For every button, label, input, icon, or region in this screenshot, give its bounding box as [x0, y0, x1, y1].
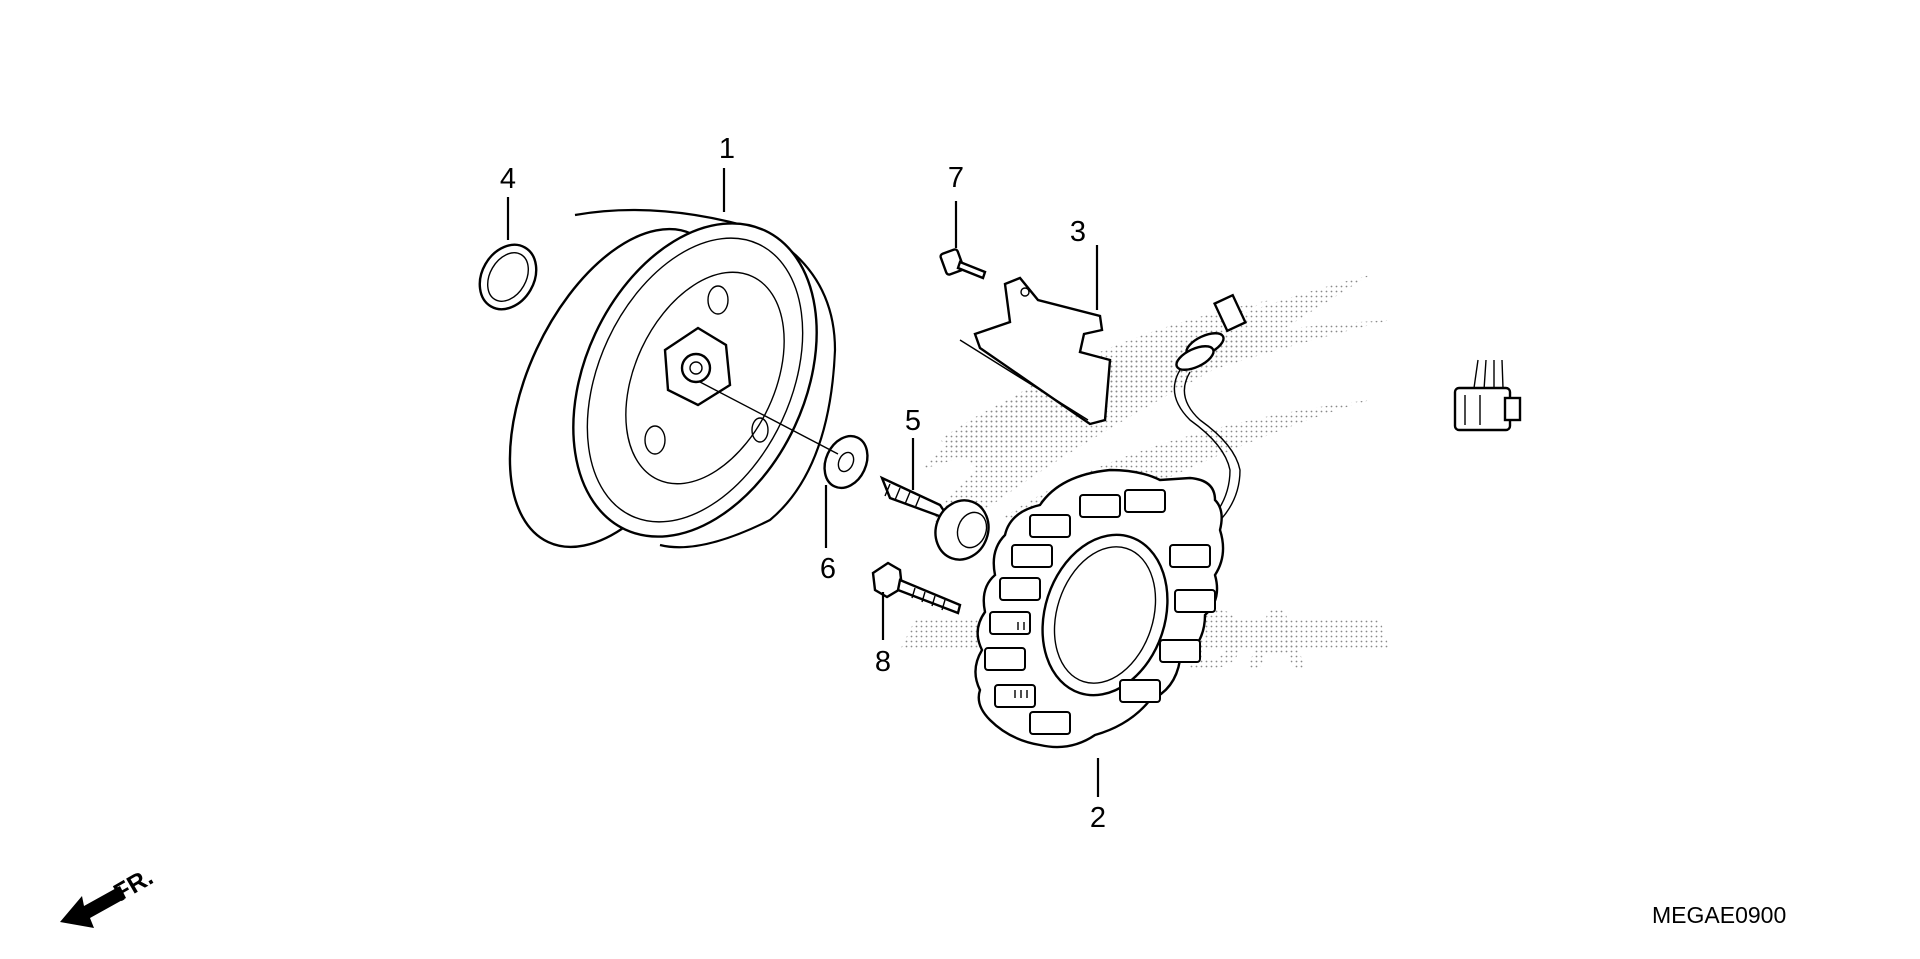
part-3-clamp-plate[interactable] [959, 276, 1112, 426]
callout-1: 1 [719, 133, 735, 165]
callout-3: 3 [1070, 216, 1086, 248]
part-1-flywheel[interactable] [465, 184, 865, 581]
part-4-oil-seal[interactable] [468, 235, 547, 320]
diagram-code: MEGAE0900 [1652, 902, 1786, 928]
part-2-stator[interactable] [974, 468, 1225, 749]
callout-5: 5 [905, 405, 921, 437]
callout-7: 7 [948, 162, 964, 194]
leader-lines [506, 168, 1100, 797]
part-6-washer[interactable] [816, 429, 875, 495]
callout-2: 2 [1090, 802, 1106, 834]
callout-4: 4 [500, 163, 516, 195]
part-5-flywheel-bolt[interactable] [879, 475, 997, 567]
front-direction-arrow-icon [60, 886, 126, 928]
stator-wire-harness [1173, 212, 1522, 531]
part-8-stator-bolt[interactable] [871, 561, 962, 615]
callout-6: 6 [820, 553, 836, 585]
part-7-bolt[interactable] [939, 248, 987, 280]
callout-8: 8 [875, 646, 891, 678]
